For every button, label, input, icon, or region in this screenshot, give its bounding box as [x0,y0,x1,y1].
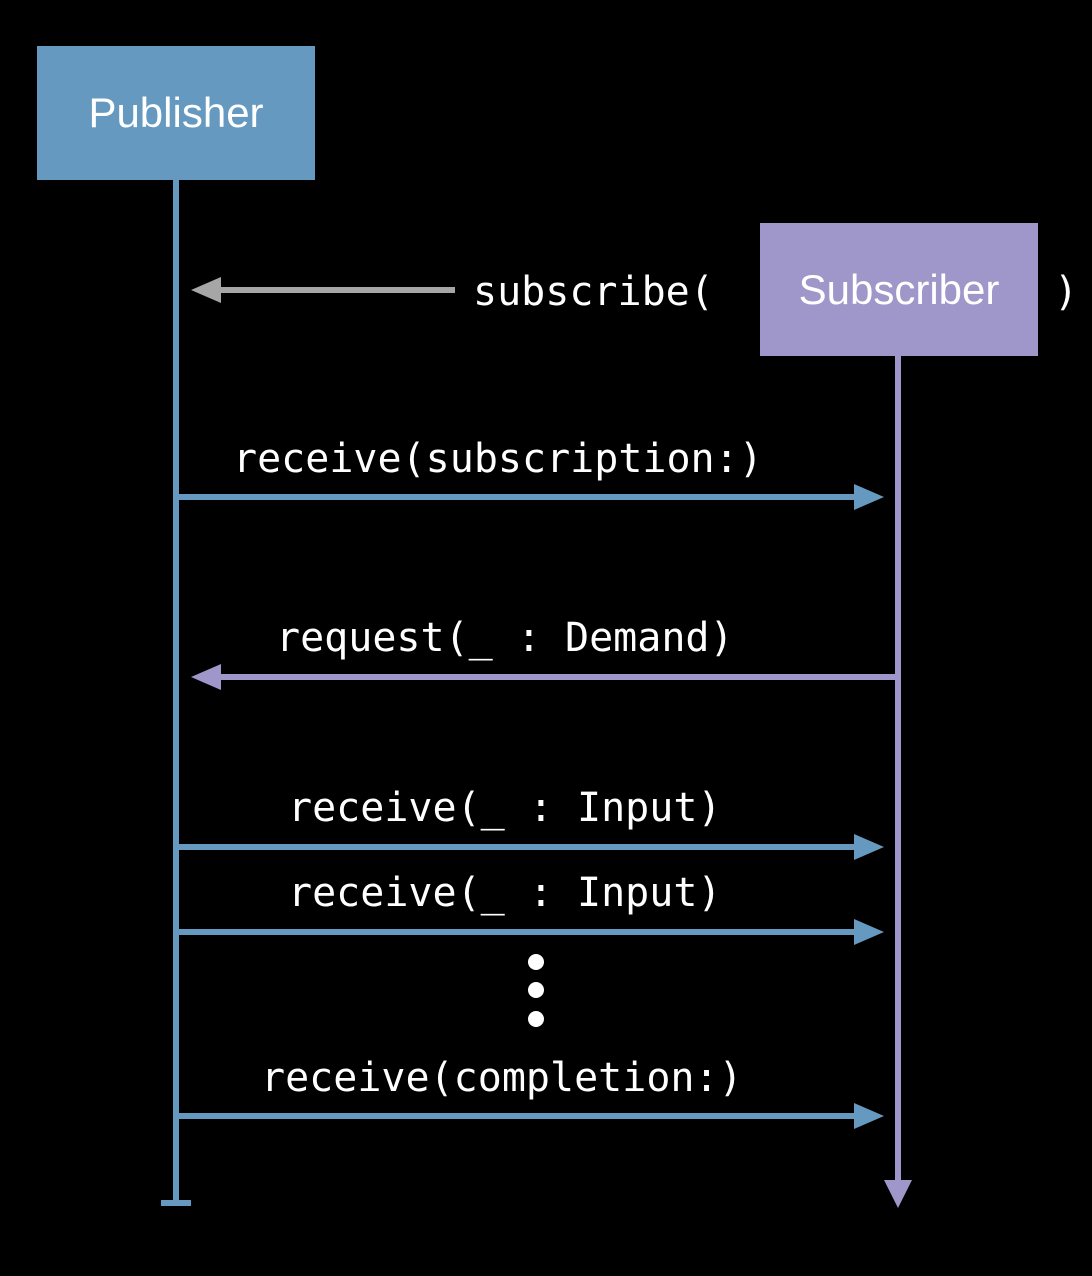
message-label-receive-input-1: receive(_ : Input) [288,785,722,831]
message-label-request-demand: request(_ : Demand) [276,615,734,661]
receive-completion-arrowhead [854,1103,884,1129]
subscribe-call-suffix: ) [1054,269,1079,315]
subscribe-arrowhead [191,277,221,303]
message-label-receive-completion: receive(completion:) [261,1055,743,1101]
ellipsis-dot-2 [528,982,544,998]
ellipsis-dot-1 [528,954,544,970]
ellipsis-dot-3 [528,1011,544,1027]
receive-input-arrowhead-2 [854,919,884,945]
request-demand-arrowhead [191,664,221,690]
message-label-receive-subscription: receive(subscription:) [233,436,763,482]
subscriber-label: Subscriber [798,265,1000,313]
subscriber-box: Subscriber [760,223,1038,356]
message-label-receive-input-2: receive(_ : Input) [288,870,722,916]
subscribe-call-prefix: subscribe( [473,269,714,315]
publisher-label: Publisher [88,89,264,136]
subscriber-lifeline-arrowhead [884,1180,912,1208]
receive-input-arrowhead-1 [854,834,884,860]
receive-subscription-arrowhead [854,484,884,510]
publisher-box: Publisher [37,46,315,180]
